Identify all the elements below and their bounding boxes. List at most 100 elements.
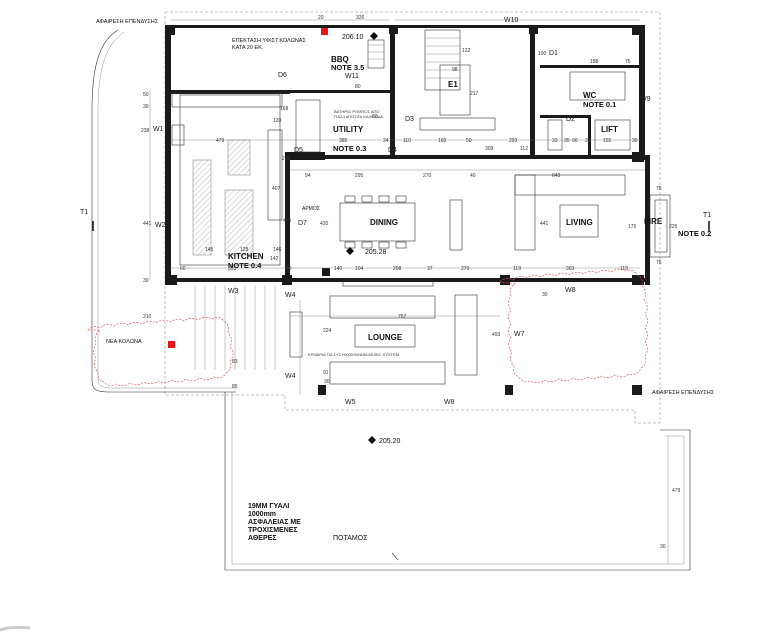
- svg-text:75: 75: [656, 186, 662, 192]
- pergola-slats: [194, 285, 276, 370]
- level-206-10: 206.10: [342, 34, 364, 41]
- room-note-fire: NOTE 0.2: [678, 229, 711, 238]
- tag-w4-lower: W4: [285, 373, 296, 380]
- level-205-28: 205.28: [365, 249, 387, 256]
- room-label-kitchen: KITCHEN: [228, 252, 264, 261]
- svg-text:119: 119: [513, 266, 521, 272]
- svg-text:25: 25: [585, 138, 591, 144]
- svg-text:293: 293: [509, 138, 518, 144]
- exterior-walls: [165, 25, 650, 285]
- svg-text:407: 407: [272, 186, 281, 192]
- svg-text:85: 85: [232, 384, 238, 390]
- room-note-wc: NOTE 0.1: [583, 100, 616, 109]
- lower-deck-outline: [224, 392, 691, 571]
- svg-text:140: 140: [334, 266, 343, 272]
- room-label-utility: UTILITY: [333, 125, 364, 134]
- svg-text:94: 94: [305, 173, 311, 179]
- svg-text:50: 50: [286, 266, 292, 272]
- terrace-edge-left: [91, 29, 236, 393]
- tag-w8-upper: W8: [565, 287, 576, 294]
- tag-d6: D6: [278, 72, 287, 79]
- terrace-edge-left-inner: [97, 31, 236, 389]
- svg-text:33: 33: [552, 138, 558, 144]
- tag-d2: D2: [566, 116, 575, 123]
- svg-text:168: 168: [280, 106, 289, 112]
- note-remove-cladding-top: ΑΦΑΙΡΕΣΗ ΕΠΕΝΔΥΣΗΣ: [96, 19, 159, 25]
- tag-w5: W5: [345, 399, 356, 406]
- tag-w3: W3: [228, 288, 239, 295]
- staircase: [419, 29, 496, 131]
- svg-text:270: 270: [461, 266, 470, 272]
- tag-d1: D1: [549, 50, 558, 57]
- room-note-bbq: NOTE 3.5: [331, 63, 364, 72]
- svg-text:224: 224: [323, 328, 332, 334]
- structural-columns: [165, 25, 644, 395]
- note-new-column: ΝΕΑ ΚΟΛΩΝΑ: [106, 339, 142, 345]
- tag-d3: D3: [405, 116, 414, 123]
- svg-text:385: 385: [339, 138, 348, 144]
- svg-text:60: 60: [180, 266, 186, 272]
- room-label-e1: E1: [448, 80, 458, 89]
- tag-armos: ΑΡΜΟΣ: [302, 206, 320, 212]
- svg-text:767: 767: [398, 314, 407, 320]
- svg-text:643: 643: [552, 173, 561, 179]
- svg-text:270: 270: [423, 173, 432, 179]
- site-boundary: [164, 11, 661, 424]
- svg-text:441: 441: [143, 221, 152, 227]
- svg-text:420: 420: [320, 221, 329, 227]
- tag-w4-upper: W4: [285, 292, 296, 299]
- corner-shadow: [0, 625, 31, 632]
- tag-d4: D4: [388, 147, 397, 154]
- revision-cloud-right: [499, 268, 648, 384]
- svg-text:104: 104: [355, 266, 364, 272]
- svg-text:493: 493: [492, 332, 501, 338]
- lower-deck-inner: [231, 392, 685, 565]
- svg-text:75: 75: [625, 59, 631, 65]
- svg-text:479: 479: [216, 138, 225, 144]
- tag-w11: W11: [345, 73, 359, 80]
- tag-d7: D7: [298, 220, 307, 227]
- lounge-furniture: [289, 279, 478, 385]
- note-utility-small-2: ΓΙΑΣ/Ι ΑΠΟΣ/ΓΑ ΚΑΛΟΥΔΙΑ: [334, 114, 383, 119]
- new-column-marker: [168, 341, 175, 348]
- svg-text:128: 128: [240, 247, 249, 253]
- level-marker-icons: [346, 32, 378, 444]
- svg-text:112: 112: [520, 146, 528, 152]
- svg-text:60: 60: [372, 114, 378, 120]
- svg-text:37: 37: [427, 266, 433, 272]
- note-column-extension-1: ΕΠΕΚΤΑΣΗ ΥΦΙΣΤ.ΚΟΛΩΝΑΣ: [232, 38, 306, 44]
- svg-text:30: 30: [660, 544, 666, 550]
- svg-text:30: 30: [324, 379, 330, 385]
- svg-text:479: 479: [672, 488, 681, 494]
- svg-text:210: 210: [143, 314, 152, 320]
- svg-text:295: 295: [355, 173, 364, 179]
- tag-section-right: T1: [703, 212, 711, 219]
- svg-text:217: 217: [470, 91, 479, 97]
- svg-text:238: 238: [141, 128, 150, 134]
- level-205-20: 205.20: [379, 438, 401, 445]
- svg-text:90: 90: [572, 138, 578, 144]
- note-utility-small-1: ΒΑΤΗΡΙΟ ΡΟΜΠΟΣ ΑΠΟ: [334, 109, 380, 114]
- svg-text:145: 145: [205, 247, 214, 253]
- tag-w9: W9: [640, 96, 651, 103]
- room-note-kitchen: NOTE 0.4: [228, 261, 262, 270]
- note-column-extension-2: ΚΑΤΑ 20 ΕΚ.: [232, 45, 264, 51]
- room-label-lounge: LOUNGE: [368, 333, 403, 342]
- svg-text:91: 91: [323, 370, 329, 376]
- column-extension-marker: [321, 28, 328, 35]
- svg-text:75: 75: [656, 260, 662, 266]
- note-river: ΠΟΤΑΜΟΣ: [333, 535, 368, 542]
- room-label-lift: LIFT: [601, 125, 618, 134]
- fireplace-box: [649, 194, 671, 258]
- svg-text:24: 24: [383, 138, 389, 144]
- svg-text:100: 100: [538, 51, 547, 57]
- svg-text:120: 120: [273, 118, 282, 124]
- room-label-fire: FIRE: [644, 217, 663, 226]
- note-glass-4: ΤΡΟΧΙΣΜΕΝΕΣ: [248, 527, 298, 534]
- svg-text:80: 80: [355, 84, 361, 90]
- svg-text:441: 441: [540, 221, 549, 227]
- river-arrow: [391, 552, 399, 561]
- svg-text:40: 40: [470, 173, 476, 179]
- tag-w2: W2: [155, 222, 166, 229]
